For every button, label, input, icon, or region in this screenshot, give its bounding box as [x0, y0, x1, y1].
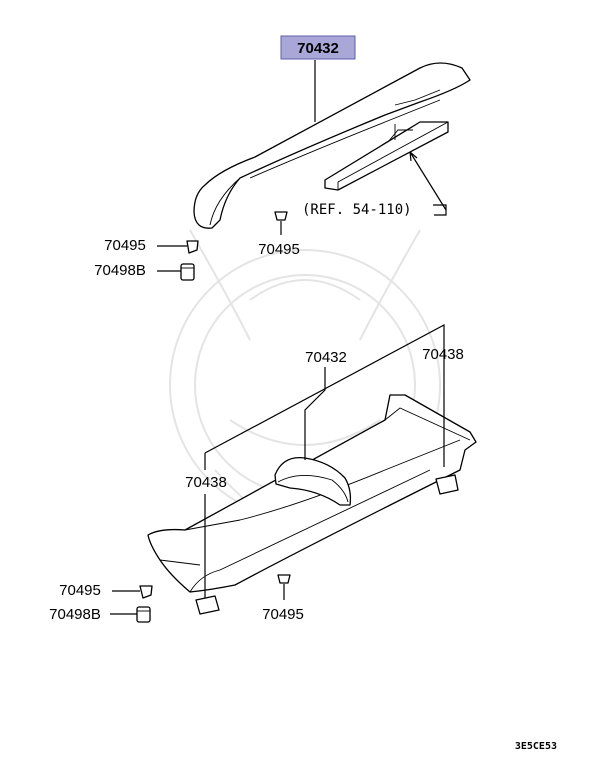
top-spoiler-label: 70432 — [297, 40, 339, 57]
bottom-spoiler-leader — [304, 367, 326, 460]
ref-bracket-leader — [409, 151, 447, 216]
top-center-clip-part — [274, 211, 288, 235]
top-left-grommet-part — [157, 263, 195, 281]
bottom-left-pad-label: 70438 — [185, 474, 227, 491]
top-left-clip-part — [157, 240, 199, 254]
bottom-spoiler-part — [147, 394, 477, 593]
brake-light-part — [324, 121, 449, 191]
ref-arrow — [409, 151, 418, 162]
center-stand-part — [274, 456, 352, 506]
top-left-grommet-label: 70498B — [94, 262, 146, 279]
bottom-leader-frame — [204, 323, 445, 467]
ref-label: (REF. 54-110) — [302, 202, 412, 218]
bottom-left-clip-part — [112, 585, 153, 599]
bottom-right-pad-label: 70438 — [422, 346, 464, 363]
top-left-clip-label: 70495 — [104, 237, 146, 254]
bottom-spoiler-label: 70432 — [305, 349, 347, 366]
bottom-left-pad-part — [195, 595, 220, 615]
top-center-clip-label: 70495 — [258, 241, 300, 258]
bottom-right-pad-part — [435, 474, 459, 495]
bottom-left-grommet-part — [110, 606, 151, 623]
top-spoiler-highlight — [280, 35, 356, 60]
bottom-left-clip-label: 70495 — [59, 582, 101, 599]
bottom-center-clip-label: 70495 — [262, 606, 304, 623]
diagram-code: 3E5CE53 — [515, 741, 557, 752]
bottom-left-grommet-label: 70498B — [49, 606, 101, 623]
bottom-center-clip-part — [277, 574, 291, 600]
top-spoiler-part — [193, 62, 471, 229]
